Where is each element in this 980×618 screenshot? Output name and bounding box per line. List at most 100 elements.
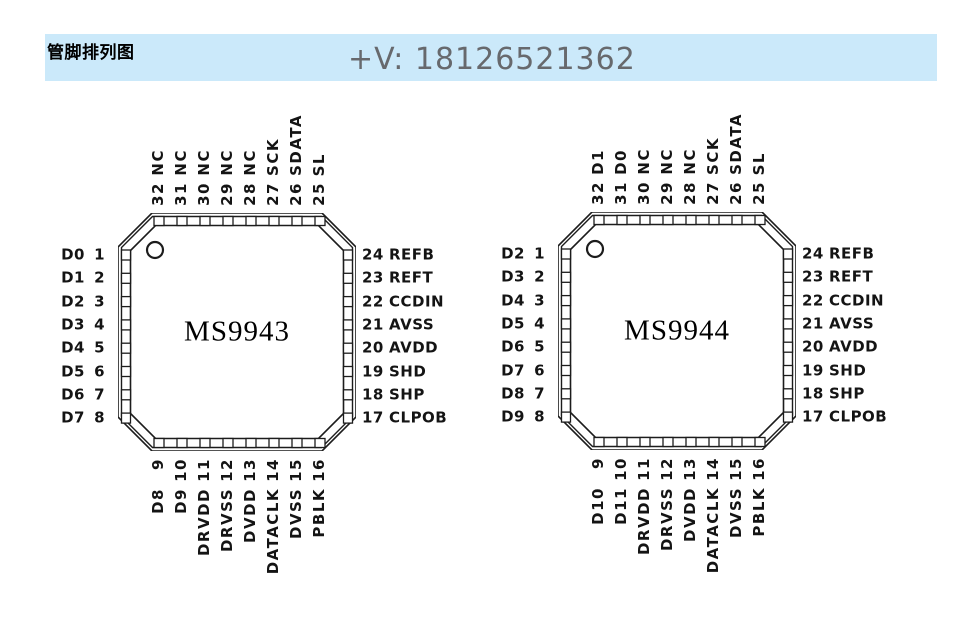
pin-pad: [782, 364, 794, 377]
pin-number: 32: [589, 181, 607, 205]
pin-number: 2: [534, 267, 545, 286]
pin-number: 16: [310, 458, 328, 482]
pin-pad: [685, 214, 697, 226]
pin-label: NC: [681, 148, 699, 175]
pin-label: NC: [635, 148, 653, 175]
pin-pad: [782, 341, 794, 353]
pin-label: SL: [750, 151, 768, 175]
pin-label: NC: [149, 149, 167, 176]
pin-number: 14: [704, 457, 722, 481]
pin-pad: [120, 272, 132, 284]
pin-row: D7 6: [501, 363, 545, 378]
pin-number: 19: [362, 362, 384, 380]
pin-number: 29: [218, 182, 236, 206]
pin-row: 19 SHD: [362, 364, 426, 379]
pin-pad: [342, 342, 354, 354]
pin-pad: [662, 436, 674, 448]
pin-number: 23: [802, 267, 824, 286]
pin-pad: [782, 318, 794, 330]
pin-pad: [731, 436, 743, 448]
pin-pad: [342, 272, 354, 284]
pin-label: D4: [61, 338, 85, 357]
pin-number: 17: [802, 407, 824, 426]
pin-label: AVDD: [829, 337, 879, 356]
pin-pad: [245, 437, 257, 449]
pin-label: NC: [658, 148, 676, 175]
pin-row: 21 AVSS: [802, 316, 874, 331]
package-inner-edge: [569, 223, 785, 439]
pin-label: PBLK: [310, 488, 328, 538]
pin-label: D0: [61, 245, 85, 264]
pin-pad: [782, 294, 794, 307]
pin-number: 25: [750, 181, 768, 205]
pin-row: D4 3: [501, 293, 545, 308]
pin-label: D7: [501, 361, 525, 379]
pin-label: D0: [612, 149, 630, 175]
pin-number: 8: [94, 408, 105, 427]
pin-number: 10: [612, 457, 630, 481]
pin-label: AVSS: [829, 314, 875, 333]
pin-row: 18 SHP: [802, 386, 865, 401]
pin-pad: [342, 319, 354, 331]
pin-row: 21 AVSS: [362, 317, 434, 332]
pin-label: DVDD: [241, 488, 259, 543]
pin-label: CLPOB: [829, 407, 888, 426]
pin-number: 22: [362, 292, 384, 311]
pin-label: CCDIN: [829, 291, 885, 310]
chip-name-ms9944: MS9944: [624, 314, 730, 347]
pin-label: D5: [501, 314, 525, 333]
pin-pad: [560, 411, 572, 423]
pin-label: D2: [501, 244, 525, 263]
pin-number: 20: [802, 337, 824, 356]
pin-row: 17 CLPOB: [802, 407, 888, 426]
pin-row: D1 2: [61, 268, 105, 287]
pin-pad: [342, 295, 354, 308]
pin-label: DRVSS: [218, 488, 236, 553]
pin-pad: [560, 248, 572, 260]
pin-label: SL: [310, 152, 328, 176]
pin-pad: [120, 412, 132, 424]
package-inner-edge: [129, 224, 345, 440]
pin-pad: [342, 412, 354, 424]
pin-number: 12: [218, 458, 236, 482]
pin-number: 21: [802, 314, 824, 333]
pin-label: D1: [589, 149, 607, 175]
pin-row: 18 SHP: [362, 387, 425, 402]
pin-pad: [120, 342, 132, 354]
pin-pad: [593, 436, 605, 448]
pin-number: 4: [534, 314, 545, 333]
pin-number: 9: [589, 457, 607, 469]
pin-number: 11: [635, 457, 653, 481]
pin-row: D9 8: [501, 409, 545, 425]
pin-row: D5 4: [501, 316, 545, 331]
pin-number: 5: [94, 338, 105, 357]
pin-number: 28: [241, 182, 259, 206]
chip-package-outline: [558, 212, 796, 450]
pin-row: 23 REFT: [362, 268, 434, 287]
pin-pad: [199, 437, 211, 449]
pin-label: D8: [501, 384, 525, 403]
pin-number: 7: [534, 384, 545, 403]
pin-pad: [222, 437, 234, 449]
pin-number: 22: [802, 291, 824, 310]
package-outer-edge: [118, 213, 356, 451]
pin-pad: [685, 436, 697, 448]
pin-row: D3 4: [61, 317, 105, 332]
pin-pad: [708, 214, 720, 226]
pin-label: NC: [195, 149, 213, 176]
pin-label: DRVSS: [658, 487, 676, 552]
pin-label: D1: [61, 268, 85, 287]
pin-number: 15: [727, 457, 745, 481]
pin-pad: [291, 437, 303, 449]
pin-label: REFT: [389, 268, 434, 287]
pin-label: SHD: [389, 362, 427, 380]
pin-label: DVSS: [287, 488, 305, 539]
pin-pad: [120, 365, 132, 378]
pin-number: 14: [264, 458, 282, 482]
pin-pad: [782, 248, 794, 260]
pin-number: 30: [195, 182, 213, 206]
pin-label: D4: [501, 291, 525, 310]
pin-label: REFT: [829, 267, 874, 286]
pin-pad: [754, 214, 766, 226]
